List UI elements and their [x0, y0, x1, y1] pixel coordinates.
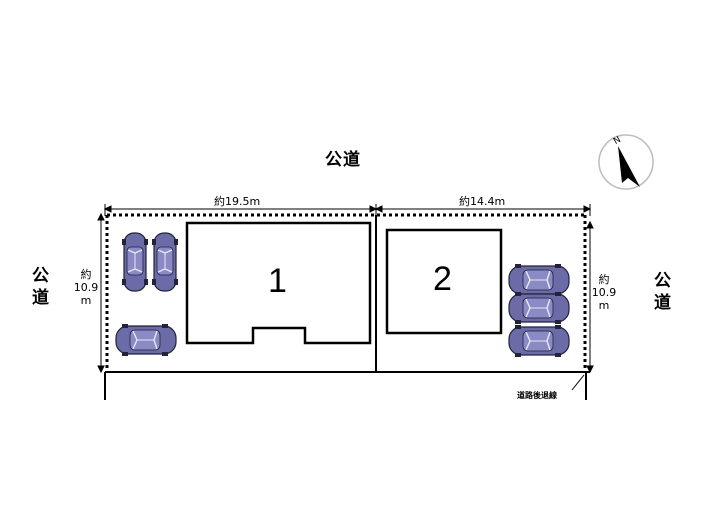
car-icon [508, 291, 570, 325]
width-dimension-line [103, 204, 592, 216]
depth-label-part: 10.9 [591, 286, 617, 299]
setback-leader-line [571, 374, 585, 391]
depth-label-part: 約 [598, 273, 610, 286]
road-label-left: 公 道 [31, 265, 51, 309]
lot-1-width-label: 約19.5m [214, 195, 261, 208]
left-depth-dimension-line [97, 212, 105, 374]
depth-label-part: m [598, 299, 610, 312]
setback-line-label: 道路後退線 [517, 391, 557, 400]
road-label-right: 公 道 [653, 270, 673, 314]
road-label-right-char: 道 [654, 293, 672, 313]
road-label-left-char: 道 [32, 288, 50, 308]
left-depth-label: 約 10.9 m [68, 268, 104, 307]
road-label-right-char: 公 [654, 271, 672, 291]
car-icon [151, 232, 179, 292]
depth-label-part: 10.9 [73, 281, 99, 294]
road-label-top: 公道 [325, 150, 361, 170]
car-icon [121, 232, 149, 292]
north-arrow-icon [598, 134, 654, 190]
car-icon [508, 263, 570, 297]
building-2-outline [385, 228, 503, 335]
lot-2-number: 2 [433, 260, 452, 298]
lot-1-number: 1 [268, 262, 287, 300]
car-icon [508, 324, 570, 358]
setback-dotted-line [105, 213, 587, 370]
right-depth-dimension-line [586, 220, 594, 374]
depth-label-part: m [80, 294, 92, 307]
right-depth-label: 約 10.9 m [586, 273, 622, 312]
depth-label-part: 約 [80, 268, 92, 281]
road-label-left-char: 公 [32, 266, 50, 286]
lot-2-width-label: 約14.4m [459, 195, 506, 208]
car-icon [115, 323, 177, 357]
lot-boundary [104, 215, 590, 400]
building-1-outline [185, 221, 372, 345]
